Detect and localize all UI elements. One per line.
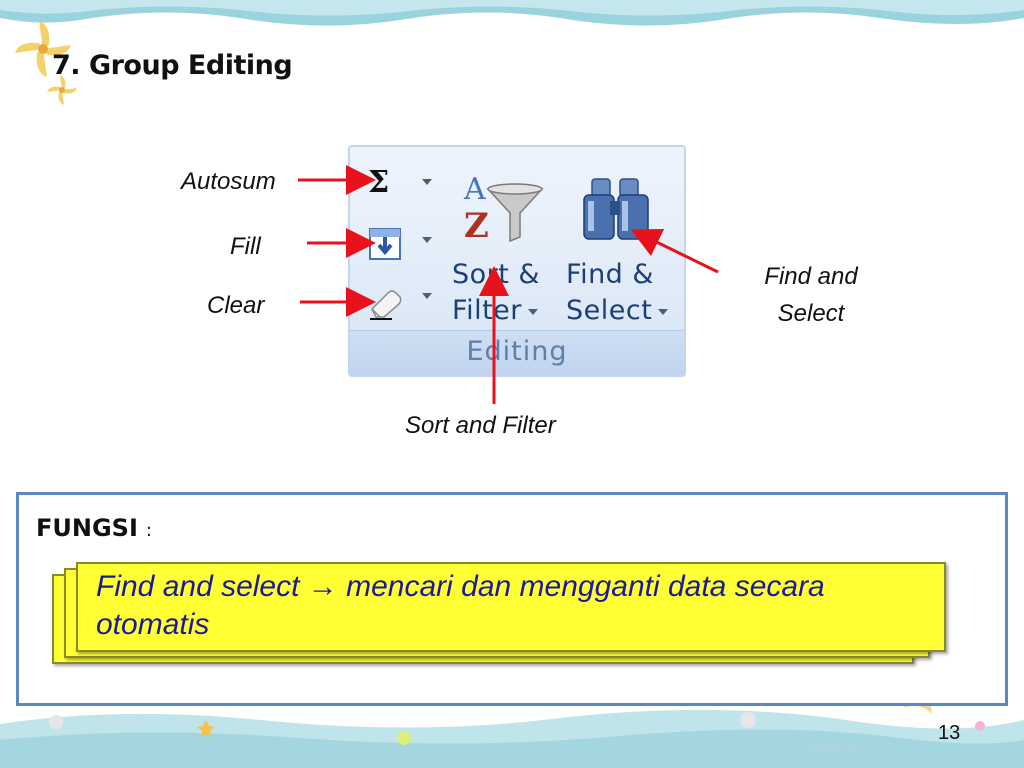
svg-text:Z: Z xyxy=(464,206,489,246)
fill-down-icon xyxy=(369,228,401,260)
find-select-label: Find & Select xyxy=(566,257,669,329)
chevron-down-icon xyxy=(422,237,432,243)
find-select-button[interactable]: Find & Select xyxy=(564,161,676,329)
callout-fill: Fill xyxy=(230,233,261,260)
sort-filter-button[interactable]: A Z Sort & Filter xyxy=(452,161,556,329)
fill-button[interactable] xyxy=(368,227,438,261)
sigma-icon: Σ xyxy=(368,165,390,200)
editing-ribbon-group: Σ A Z Sort & Filter xyxy=(348,145,686,377)
slide-title: 7. Group Editing xyxy=(52,50,293,81)
pinwheel-decoration xyxy=(47,75,77,105)
highlight-card-front xyxy=(76,562,946,652)
binoculars-icon xyxy=(583,178,649,240)
pinwheel-decoration xyxy=(15,21,71,77)
ribbon-group-label: Editing xyxy=(466,336,568,367)
ribbon-group-footer: Editing xyxy=(350,330,684,375)
chevron-down-icon xyxy=(422,293,432,299)
eraser-icon xyxy=(370,290,402,320)
watermark: witmin.cn xyxy=(806,740,857,754)
autosum-button[interactable]: Σ xyxy=(368,165,438,200)
callout-sort-filter: Sort and Filter xyxy=(405,412,556,439)
fungsi-label: FUNGSI: xyxy=(36,514,152,542)
fungsi-description: Find and select → mencari dan mengganti … xyxy=(96,570,825,641)
callout-clear: Clear xyxy=(207,292,265,319)
page-number: 13 xyxy=(938,722,961,744)
callout-autosum: Autosum xyxy=(181,168,276,195)
chevron-down-icon xyxy=(422,179,432,185)
svg-text:A: A xyxy=(463,172,486,207)
clear-button[interactable] xyxy=(368,287,438,321)
sort-filter-label: Sort & Filter xyxy=(452,259,540,326)
bottom-wave-decoration xyxy=(0,700,1024,768)
top-wave-decoration xyxy=(0,0,1024,26)
callout-find-select: Find and Select xyxy=(764,263,858,327)
chevron-down-icon xyxy=(658,308,669,315)
sort-filter-icon: A Z xyxy=(463,172,544,246)
chevron-down-icon xyxy=(527,308,538,315)
